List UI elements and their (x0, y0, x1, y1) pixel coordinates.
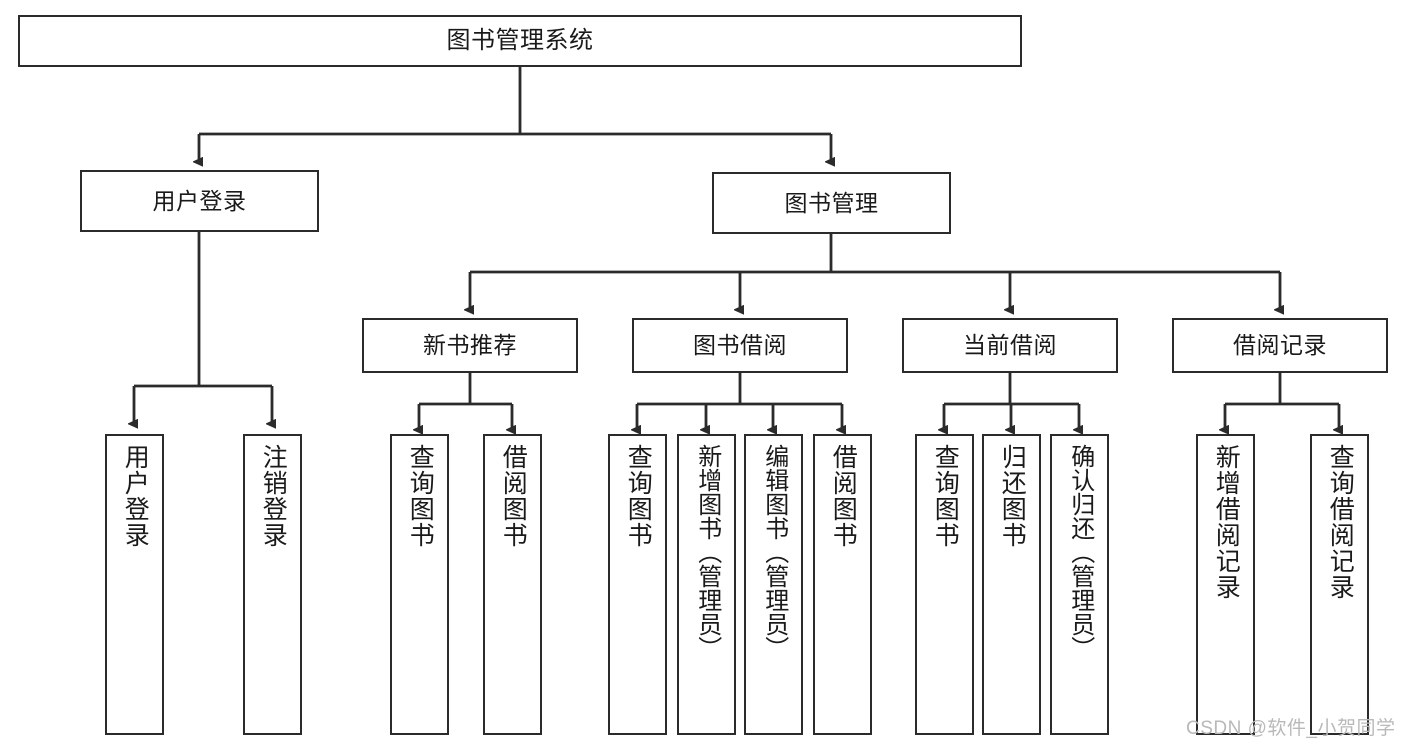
leaf-current-borrow-return-book[interactable]: 归还图书 (982, 434, 1041, 735)
node-label: 新增图书（管理员） (693, 444, 721, 660)
leaf-current-borrow-query-book[interactable]: 查询图书 (915, 434, 974, 735)
leaf-book-borrow-edit-book-admin[interactable]: 编辑图书（管理员） (744, 434, 803, 735)
node-label: 查询借阅记录 (1326, 444, 1355, 600)
leaf-user-login-logout[interactable]: 注销登录 (243, 434, 302, 735)
node-book-management[interactable]: 图书管理 (712, 172, 951, 234)
node-label: 借阅图书 (499, 444, 528, 548)
node-book-borrow[interactable]: 图书借阅 (632, 318, 848, 373)
node-label: 图书管理 (784, 189, 879, 216)
node-label: 新书推荐 (423, 332, 517, 359)
node-label: 编辑图书（管理员） (760, 444, 788, 660)
node-borrow-record[interactable]: 借阅记录 (1172, 318, 1388, 373)
node-current-borrow[interactable]: 当前借阅 (902, 318, 1118, 373)
node-label: 查询图书 (624, 444, 653, 548)
leaf-new-book-borrow-book[interactable]: 借阅图书 (483, 434, 542, 735)
node-user-login[interactable]: 用户登录 (80, 170, 319, 232)
csdn-watermark: CSDN @软件_小贺同学 (1186, 718, 1396, 739)
node-label: 用户登录 (121, 444, 150, 548)
node-label: 查询图书 (931, 444, 960, 548)
node-label: 查询图书 (406, 444, 435, 548)
leaf-new-book-query-book[interactable]: 查询图书 (390, 434, 449, 735)
node-label: 当前借阅 (963, 332, 1057, 359)
leaf-borrow-record-add-record[interactable]: 新增借阅记录 (1196, 434, 1255, 735)
leaf-book-borrow-add-book-admin[interactable]: 新增图书（管理员） (677, 434, 736, 735)
leaf-borrow-record-query-record[interactable]: 查询借阅记录 (1310, 434, 1369, 735)
node-label: 借阅图书 (829, 444, 858, 548)
leaf-current-borrow-confirm-return-admin[interactable]: 确认归还（管理员） (1050, 434, 1109, 735)
node-label: 用户登录 (152, 187, 247, 214)
node-label: 借阅记录 (1233, 332, 1327, 359)
node-label: 注销登录 (259, 444, 288, 548)
node-root-book-management-system[interactable]: 图书管理系统 (18, 15, 1022, 67)
leaf-book-borrow-borrow-book[interactable]: 借阅图书 (813, 434, 872, 735)
node-new-book-recommend[interactable]: 新书推荐 (362, 318, 578, 373)
node-label: 归还图书 (998, 444, 1027, 548)
node-label: 确认归还（管理员） (1066, 444, 1094, 660)
leaf-book-borrow-query-book[interactable]: 查询图书 (608, 434, 667, 735)
node-label: 图书借阅 (693, 332, 787, 359)
node-label: 图书管理系统 (446, 27, 594, 55)
node-label: 新增借阅记录 (1212, 444, 1241, 600)
leaf-user-login-login[interactable]: 用户登录 (105, 434, 164, 735)
